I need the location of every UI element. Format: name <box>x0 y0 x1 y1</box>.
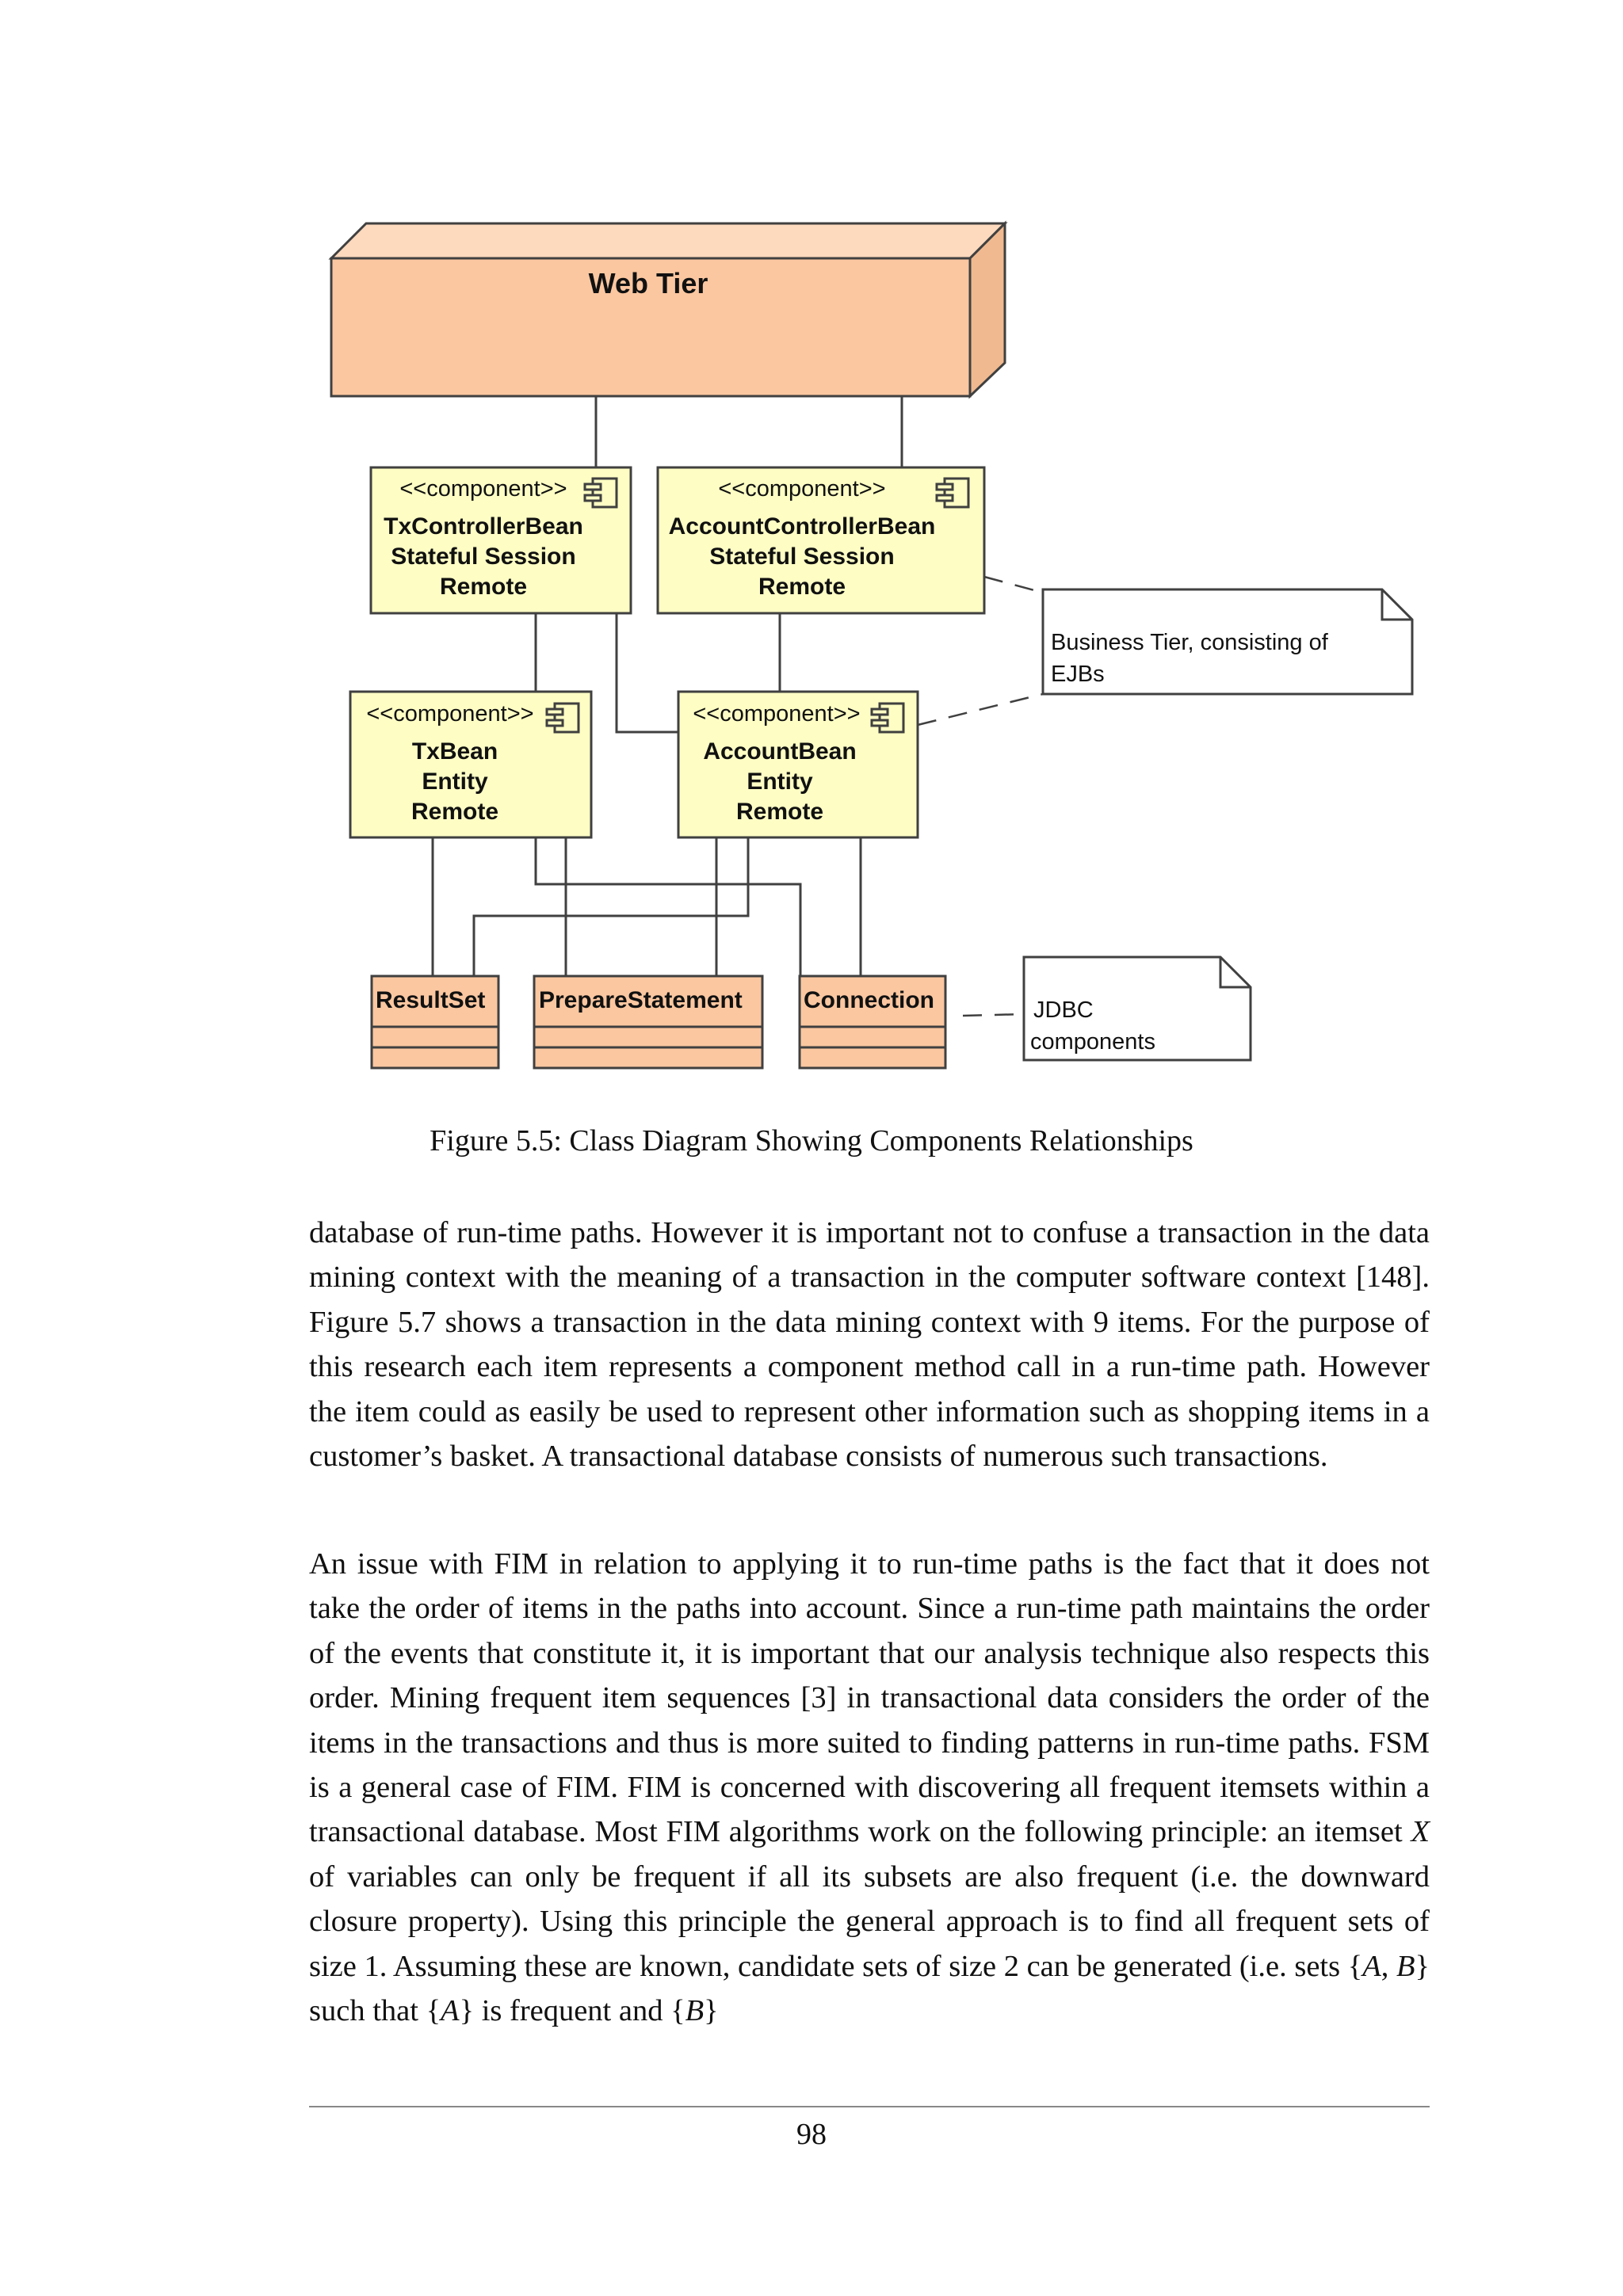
component-icon <box>583 477 618 509</box>
tx-bean-interface: Remote <box>411 799 498 825</box>
connection-class <box>798 974 947 1070</box>
jdbc-note-line2: components <box>1030 1029 1155 1055</box>
connector-txbean-connection <box>534 837 802 976</box>
tx-controller-name: TxControllerBean <box>384 513 583 540</box>
business-tier-note <box>1041 588 1414 696</box>
account-controller-stereotype: <<component>> <box>718 476 885 502</box>
page-number: 98 <box>796 2118 827 2151</box>
business-tier-note-line2: EJBs <box>1051 662 1105 687</box>
brace-open: { <box>1347 1949 1363 1983</box>
brace-close: } <box>704 1994 719 2028</box>
para2-text-2: of variables can only be frequent if all… <box>309 1859 1430 1983</box>
account-bean-box <box>677 690 919 839</box>
account-bean-name: AccountBean <box>703 738 856 765</box>
component-icon <box>935 477 970 509</box>
account-bean-interface: Remote <box>736 799 823 825</box>
body-paragraph-2: An issue with FIM in relation to applyin… <box>309 1542 1430 2033</box>
variable-b: B <box>685 1994 705 2028</box>
para2-text-4: is frequent and <box>474 1994 671 2028</box>
account-controller-name: AccountControllerBean <box>669 513 936 540</box>
brace-open: { <box>426 1994 441 2028</box>
brace-open: { <box>670 1994 685 2028</box>
account-bean-stereotype: <<component>> <box>693 701 860 727</box>
prepare-statement-label: PrepareStatement <box>539 987 743 1013</box>
figure-caption: Figure 5.5: Class Diagram Showing Compon… <box>430 1124 1193 1158</box>
connector-txcontroller-accountbean <box>615 613 678 734</box>
note-anchor-accountbean <box>917 692 1044 727</box>
tx-bean-type: Entity <box>422 769 488 795</box>
tx-controller-type: Stateful Session <box>391 543 575 570</box>
variable-a: A <box>1362 1949 1381 1983</box>
account-controller-interface: Remote <box>758 574 846 600</box>
note-anchor-connection <box>962 1013 1025 1017</box>
component-icon <box>870 702 905 734</box>
para2-text-3: such that <box>309 1994 426 2028</box>
tx-bean-box <box>349 690 593 839</box>
result-set-class <box>370 974 500 1070</box>
prepare-statement-class <box>533 974 764 1070</box>
set-comma: , <box>1381 1949 1396 1983</box>
tx-controller-stereotype: <<component>> <box>399 476 567 502</box>
jdbc-note <box>1022 955 1252 1062</box>
web-tier-label: Web Tier <box>589 267 708 299</box>
business-tier-note-line1: Business Tier, consisting of <box>1051 630 1329 655</box>
tx-controller-bean-box <box>369 466 632 615</box>
result-set-label: ResultSet <box>376 987 485 1013</box>
brace-close: } <box>459 1994 475 2028</box>
variable-b: B <box>1396 1949 1415 1983</box>
component-icon <box>545 702 580 734</box>
component-relationship-diagram: Web Tier <<component>> TxControllerBean … <box>328 220 1414 1070</box>
jdbc-note-line1: JDBC <box>1033 997 1094 1023</box>
tx-controller-interface: Remote <box>440 574 527 600</box>
account-bean-type: Entity <box>747 769 813 795</box>
para2-text-1: An issue with FIM in relation to applyin… <box>309 1547 1430 1849</box>
variable-a: A <box>441 1994 460 2028</box>
account-controller-type: Stateful Session <box>709 543 894 570</box>
account-controller-bean-box <box>656 466 986 615</box>
web-tier-node <box>328 220 1008 399</box>
tx-bean-stereotype: <<component>> <box>366 701 533 727</box>
tx-bean-name: TxBean <box>412 738 498 765</box>
note-anchor-accountcontroller <box>983 575 1044 594</box>
brace-close: } <box>1415 1949 1430 1983</box>
footer-rule <box>309 2106 1430 2107</box>
connector-accountbean-resultset <box>472 837 750 976</box>
body-paragraph-1: database of run-time paths. However it i… <box>309 1216 1430 1474</box>
variable-x: X <box>1411 1815 1430 1849</box>
connection-label: Connection <box>804 987 934 1013</box>
